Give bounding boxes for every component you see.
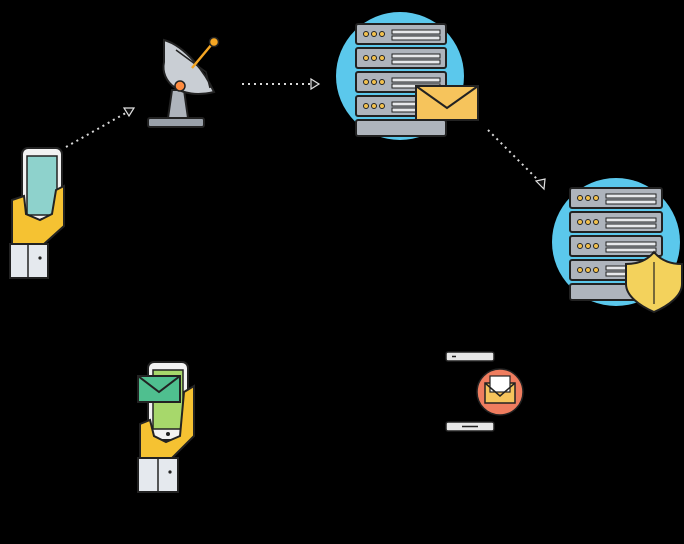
- device-with-mail-icon: [445, 351, 524, 432]
- mail-server-node: [336, 12, 479, 140]
- hand-holding-phone-with-envelope-icon: [137, 361, 195, 493]
- sender-phone-node: [9, 147, 65, 279]
- envelope-icon: [137, 375, 181, 403]
- arrowhead-icon: [310, 77, 321, 91]
- satellite-dish-icon: [147, 36, 220, 128]
- server-with-envelope-icon: [355, 23, 479, 137]
- mail-badge-icon: [476, 368, 524, 416]
- secure-server-node: [552, 178, 683, 314]
- edge-phone-to-dish: [65, 107, 136, 148]
- satellite-dish-node: [147, 36, 220, 128]
- hand-holding-phone-icon: [9, 147, 65, 279]
- edge-server-to-secure-server: [487, 129, 546, 191]
- edge-dish-to-server: [242, 77, 321, 91]
- receiving-device-node: [445, 351, 524, 432]
- arrowhead-icon: [534, 178, 546, 191]
- arrowhead-icon: [122, 107, 136, 118]
- receiver-phone-node: [137, 361, 195, 493]
- shield-icon: [625, 250, 683, 314]
- server-with-shield-icon: [569, 187, 683, 314]
- envelope-icon: [415, 85, 479, 121]
